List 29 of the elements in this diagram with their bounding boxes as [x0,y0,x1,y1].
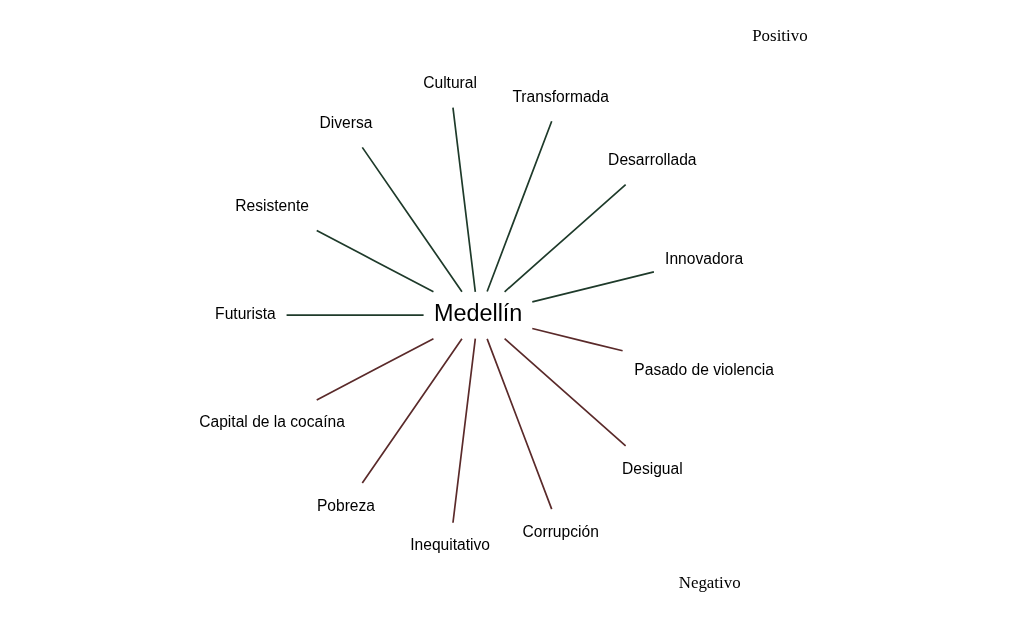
connector [486,120,553,293]
node-text: Futurista [215,305,276,323]
node-text: Pobreza [316,496,376,514]
connector [315,229,435,293]
node-text: Capital de la cocaína [199,413,345,431]
node-text: Diversa [319,113,373,131]
connector [503,183,627,293]
connector [531,327,624,352]
node-text: Inequitativo [410,536,490,554]
node-text: Resistente [235,197,309,215]
connector [486,338,553,510]
label: Negativo [678,572,741,592]
node-text: Corrupción [522,522,599,540]
node-text: Innovadora [665,249,744,267]
node-text: Pasado de violencia [634,360,774,378]
connector [452,106,477,293]
node-text: Desarrollada [608,150,697,168]
connector [452,337,477,524]
node-text: Medellín [433,299,523,326]
connector [285,314,425,317]
node-text: Desigual [622,459,683,477]
connector [361,146,463,293]
connector [315,337,435,401]
node-text: Transformada [512,87,609,105]
connector [531,271,655,303]
connector [503,337,627,447]
node-text: Cultural [423,74,477,92]
connector [361,337,463,484]
label: Positivo [752,26,808,46]
